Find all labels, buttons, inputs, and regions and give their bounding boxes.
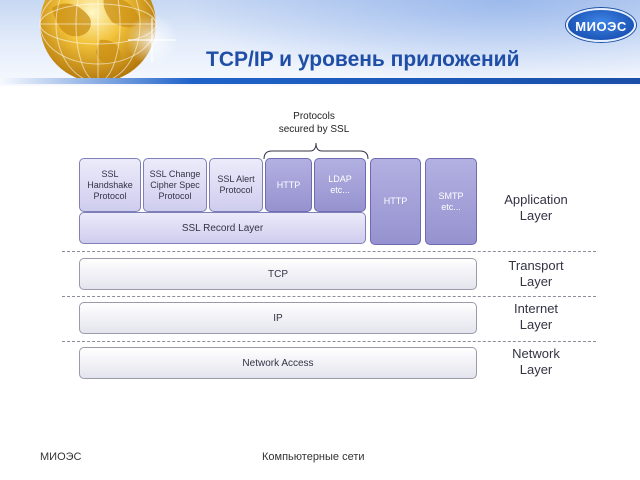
logo-badge: МИОЭС xyxy=(566,8,636,42)
ssl-record-layer-label: SSL Record Layer xyxy=(181,222,264,234)
slide-title: TCP/IP и уровень приложений xyxy=(206,48,520,71)
slide-header: МИОЭС TCP/IP и уровень приложений xyxy=(0,0,640,86)
globe-icon xyxy=(39,0,178,83)
layer-separator xyxy=(62,296,596,297)
http-box: HTTP xyxy=(370,158,421,245)
ssl-record-layer-box: SSL Record Layer xyxy=(79,212,366,244)
layer-separator xyxy=(62,341,596,342)
internet-layer-label: Internet Layer xyxy=(513,301,559,332)
secured-protocols-note: Protocols secured by SSL xyxy=(278,111,350,135)
secured-ldap-label: LDAP etc... xyxy=(328,174,352,195)
tcp-box: TCP xyxy=(79,258,477,290)
ssl-alert-box: SSL Alert Protocol xyxy=(209,158,263,212)
ssl-change-cipher-spec-box: SSL Change Cipher Spec Protocol xyxy=(143,158,207,212)
smtp-label: SMTP etc... xyxy=(438,190,464,212)
secured-http-box: HTTP xyxy=(265,158,312,212)
secured-ldap-box: LDAP etc... xyxy=(314,158,366,212)
header-shine xyxy=(180,0,640,86)
transport-layer-label: Transport Layer xyxy=(508,258,564,289)
ssl-alert-label: SSL Alert Protocol xyxy=(217,174,255,195)
ssl-handshake-label: SSL Handshake Protocol xyxy=(87,168,133,201)
footer-organization: МИОЭС xyxy=(40,451,82,463)
application-layer-label: Application Layer xyxy=(504,192,568,223)
ssl-handshake-box: SSL Handshake Protocol xyxy=(79,158,141,212)
smtp-box: SMTP etc... xyxy=(425,158,477,245)
network-layer-label: Network Layer xyxy=(512,346,560,377)
secured-http-label: HTTP xyxy=(276,179,301,190)
header-stripe xyxy=(0,78,640,84)
network-access-box: Network Access xyxy=(79,347,477,379)
tcp-label: TCP xyxy=(268,268,288,280)
footer-course-title: Компьютерные сети xyxy=(262,451,365,463)
ip-box: IP xyxy=(79,302,477,334)
ip-label: IP xyxy=(273,312,283,324)
brace-icon xyxy=(263,142,369,160)
layer-separator xyxy=(62,251,596,252)
http-label: HTTP xyxy=(383,196,408,206)
ssl-change-cipher-spec-label: SSL Change Cipher Spec Protocol xyxy=(149,168,201,201)
network-access-label: Network Access xyxy=(242,357,314,369)
logo-text: МИОЭС xyxy=(575,19,627,34)
